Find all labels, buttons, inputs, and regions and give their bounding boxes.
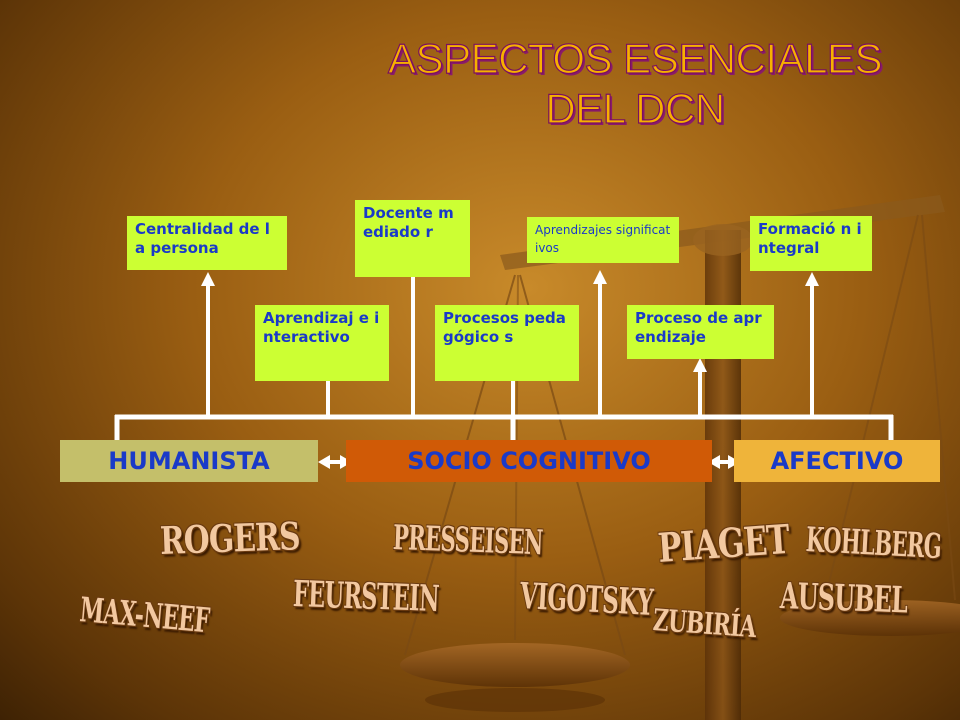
band-socio-cognitivo: SOCIO COGNITIVO — [346, 440, 712, 482]
scale-knob — [693, 224, 753, 256]
box-docente-mediador: Docente mediado r — [355, 200, 470, 277]
name-ausubel: AUSUBEL — [779, 575, 908, 622]
box-centralidad: Centralidad de la persona — [127, 216, 287, 270]
chain-right-2 — [921, 214, 956, 601]
box-procesos-pedagogicos: Procesos pedagógico s — [435, 305, 579, 381]
scale-pan-left — [400, 643, 630, 687]
box-proceso-aprendizaje: Proceso de aprendizaje — [627, 305, 774, 359]
slide-title: ASPECTOS ESENCIALES DEL DCN — [330, 34, 940, 134]
name-feurstein: FEURSTEIN — [292, 573, 440, 621]
scale-pan-left-base — [425, 688, 605, 712]
title-line-2: DEL DCN — [545, 84, 726, 132]
name-piaget: PIAGET — [656, 515, 791, 572]
box-aprendizajes-significativos: Aprendizajes significativos — [527, 217, 679, 263]
box-formacion-integral: Formació n integral — [750, 216, 872, 271]
name-presseisen: PRESSEISEN — [392, 518, 544, 564]
name-rogers: ROGERS — [159, 513, 301, 563]
name-zubiria: ZUBIRÍA — [651, 603, 757, 646]
name-vigotsky: VIGOTSKY — [518, 575, 654, 624]
title-line-1: ASPECTOS ESENCIALES — [387, 34, 883, 82]
name-kohlberg: KOHLBERG — [804, 520, 943, 568]
band-humanista: HUMANISTA — [60, 440, 318, 482]
scale-pan-right — [780, 600, 960, 636]
band-afectivo: AFECTIVO — [734, 440, 940, 482]
box-aprendizaje-interactivo: Aprendizaj e interactivo — [255, 305, 389, 381]
connector-frame — [114, 414, 894, 442]
